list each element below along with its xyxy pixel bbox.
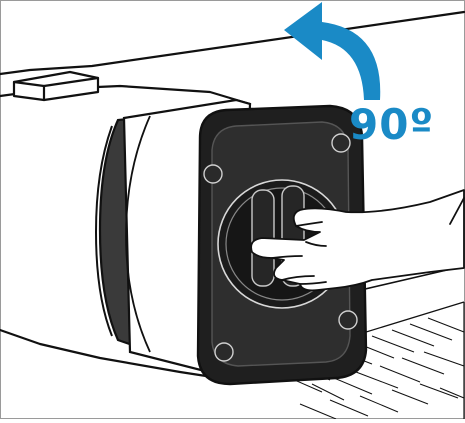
rotation-angle-label: 90º — [349, 100, 435, 149]
projector-body — [0, 10, 465, 382]
rotate-counterclockwise-arrow-icon — [284, 2, 381, 100]
hand-icon — [250, 189, 465, 292]
projector-top-back-edge — [0, 10, 465, 76]
projector-bottom-edge — [0, 328, 234, 382]
projector-vent — [12, 70, 100, 102]
bezel-screws — [203, 133, 358, 362]
